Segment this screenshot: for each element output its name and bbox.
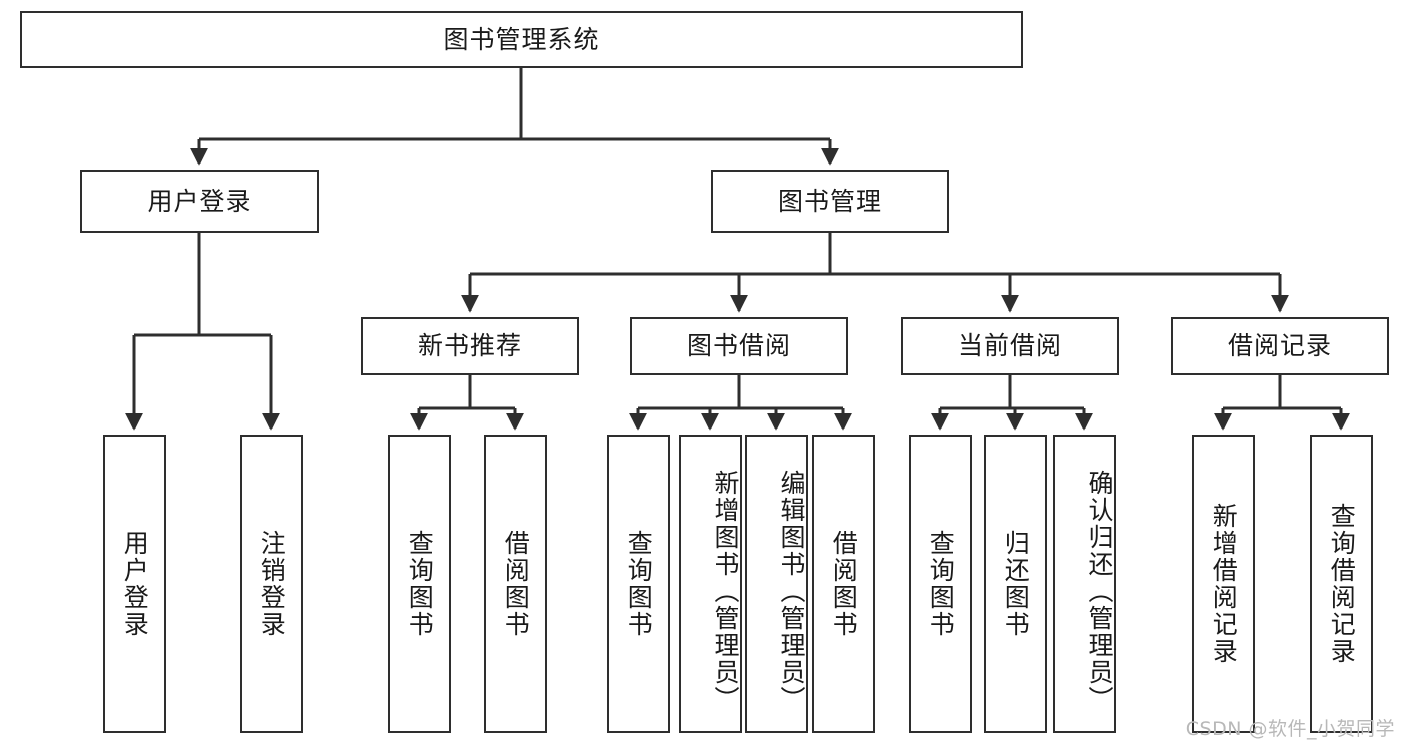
node-leaf-add-book-admin[interactable]: 新增图书（管理员）: [679, 435, 742, 733]
node-leaf-query-borrow-record[interactable]: 查询借阅记录: [1310, 435, 1373, 733]
node-leaf-user-login[interactable]: 用户登录: [103, 435, 166, 733]
node-book-management-system[interactable]: 图书管理系统: [20, 11, 1023, 68]
node-label: 新增借阅记录: [1209, 503, 1239, 665]
node-book-borrow[interactable]: 图书借阅: [630, 317, 848, 375]
node-user-login[interactable]: 用户登录: [80, 170, 319, 233]
node-label: 用户登录: [120, 530, 150, 638]
node-label: 图书借阅: [686, 331, 791, 361]
node-leaf-query-book-2[interactable]: 查询图书: [607, 435, 670, 733]
node-label: 查询图书: [405, 530, 435, 638]
node-leaf-logout-login[interactable]: 注销登录: [240, 435, 303, 733]
node-label: 归还图书: [1001, 530, 1031, 638]
node-label: 借阅记录: [1227, 331, 1332, 361]
node-leaf-borrow-book-2[interactable]: 借阅图书: [812, 435, 875, 733]
node-label: 查询图书: [926, 530, 956, 638]
node-label: 用户登录: [147, 186, 252, 216]
node-label: 新书推荐: [417, 331, 522, 361]
node-label: 借阅图书: [829, 530, 859, 638]
node-label: 当前借阅: [957, 331, 1062, 361]
node-leaf-edit-book-admin[interactable]: 编辑图书（管理员）: [745, 435, 808, 733]
node-new-book-recommend[interactable]: 新书推荐: [361, 317, 579, 375]
node-label: 确认归还（管理员）: [1085, 469, 1114, 713]
node-label: 查询图书: [624, 530, 654, 638]
node-label: 注销登录: [257, 530, 287, 638]
node-label: 借阅图书: [501, 530, 531, 638]
node-leaf-add-borrow-record[interactable]: 新增借阅记录: [1192, 435, 1255, 733]
csdn-watermark: CSDN @软件_小贺同学: [1185, 718, 1395, 740]
node-label: 新增图书（管理员）: [711, 469, 740, 713]
node-label: 编辑图书（管理员）: [777, 469, 806, 713]
node-leaf-query-book-3[interactable]: 查询图书: [909, 435, 972, 733]
node-leaf-query-book-1[interactable]: 查询图书: [388, 435, 451, 733]
node-label: 图书管理: [777, 186, 882, 216]
node-leaf-confirm-return-admin[interactable]: 确认归还（管理员）: [1053, 435, 1116, 733]
node-leaf-borrow-book-1[interactable]: 借阅图书: [484, 435, 547, 733]
node-book-management[interactable]: 图书管理: [711, 170, 949, 233]
node-current-borrow[interactable]: 当前借阅: [901, 317, 1119, 375]
node-label: 查询借阅记录: [1327, 503, 1357, 665]
node-leaf-return-book[interactable]: 归还图书: [984, 435, 1047, 733]
node-borrow-record[interactable]: 借阅记录: [1171, 317, 1389, 375]
